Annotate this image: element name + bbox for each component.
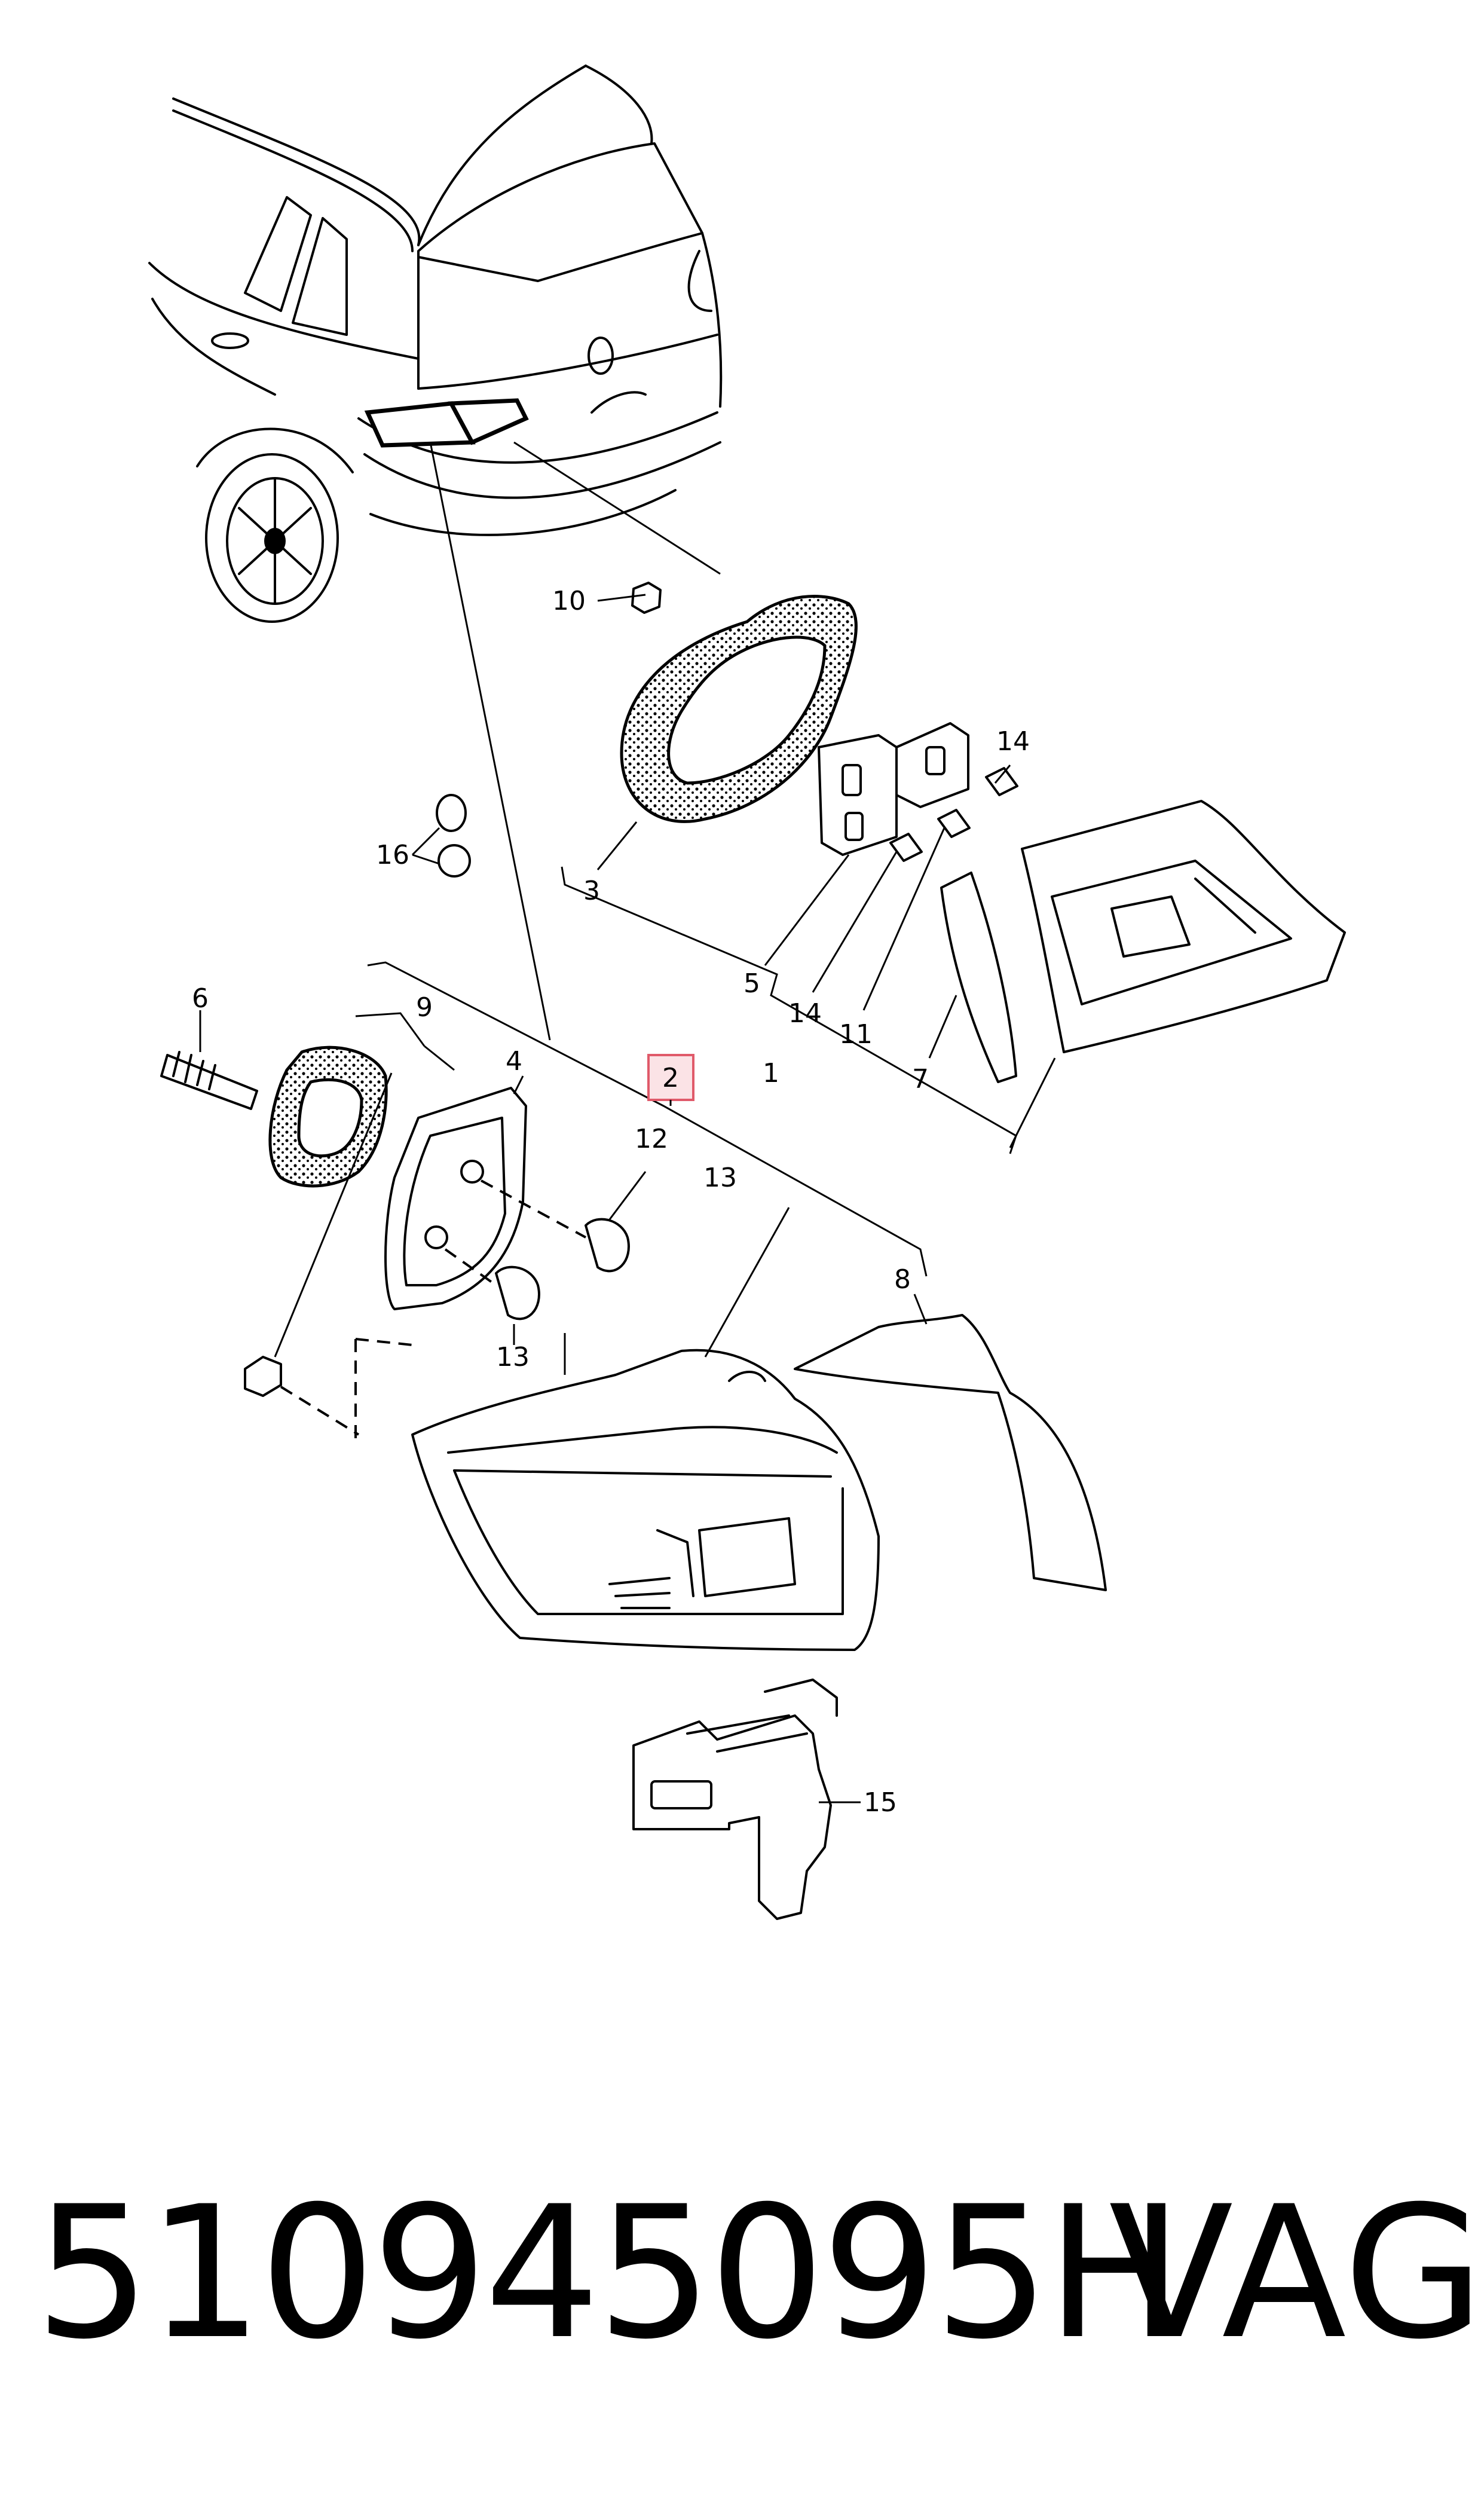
- callout-11: 11: [839, 1019, 873, 1050]
- callout-15: 15: [864, 1787, 897, 1818]
- outer-lamp-group: [160, 961, 1107, 1651]
- callout-5: 5: [743, 968, 760, 999]
- brand-name: VAG: [1109, 2167, 1484, 2379]
- callout-6: 6: [192, 983, 209, 1014]
- inner-lamp-group: [411, 582, 1346, 1154]
- callout-13-upper: 13: [703, 1163, 737, 1193]
- callout-7: 7: [912, 1064, 929, 1095]
- car-illustration: [148, 65, 723, 623]
- callout-10: 10: [552, 586, 586, 616]
- callout-13-lower: 13: [496, 1342, 530, 1372]
- callout-9: 9: [416, 992, 433, 1023]
- callout-12: 12: [635, 1124, 668, 1154]
- callout-14-upper: 14: [996, 726, 1030, 757]
- bracket-part: [632, 1679, 861, 1920]
- callout-2[interactable]: 2: [662, 1063, 679, 1093]
- callout-16: 16: [376, 840, 409, 870]
- callout-1: 1: [763, 1058, 779, 1089]
- callout-3: 3: [583, 876, 600, 906]
- callout-14-lower: 14: [788, 998, 822, 1029]
- highlighted-callout-box[interactable]: [647, 1054, 694, 1101]
- callout-4: 4: [506, 1046, 522, 1077]
- callout-8: 8: [894, 1264, 911, 1295]
- part-number: 510945095H: [35, 2167, 1183, 2379]
